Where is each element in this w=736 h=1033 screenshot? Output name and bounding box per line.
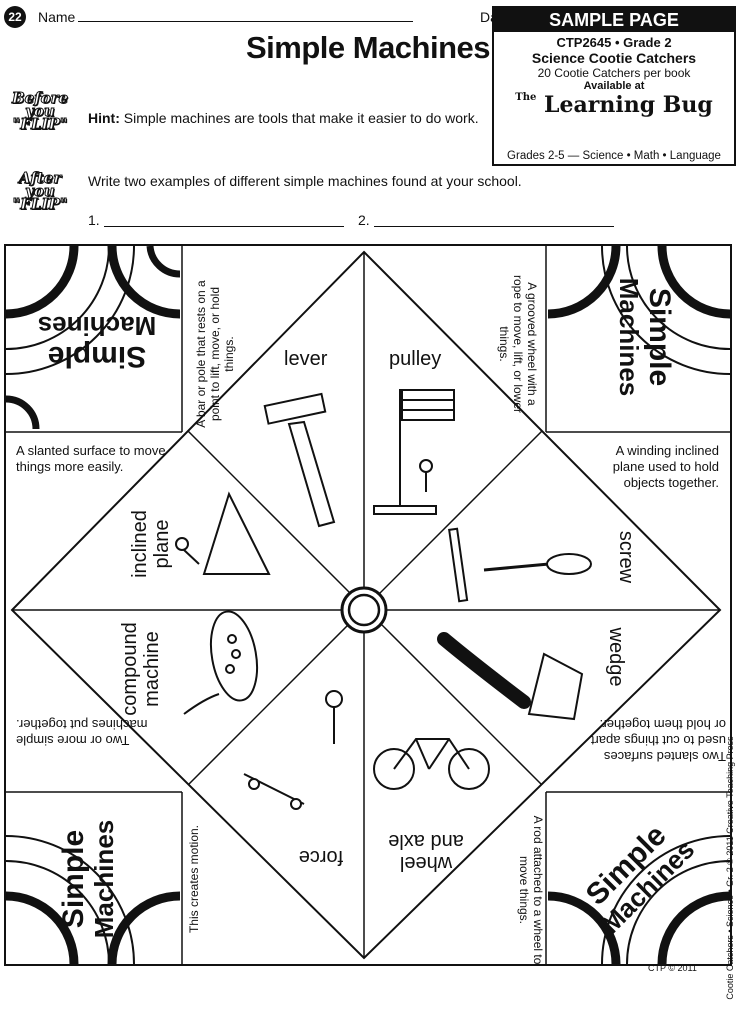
illustrations	[175, 389, 592, 810]
skater-icon	[243, 690, 343, 810]
ramp-icon	[175, 491, 271, 575]
catcher-count: 20 Cootie Catchers per book	[537, 66, 691, 80]
answer-2-label: 2.	[358, 212, 370, 228]
badge-word: you	[25, 102, 56, 120]
corner-label-top-right: Simple Machines	[605, 249, 676, 425]
series-name: Science Cootie Catchers	[531, 50, 697, 66]
label-line: inclined	[129, 510, 151, 578]
badge-word: "FLIP"	[12, 115, 68, 133]
before-flip-badge: Before you "FLIP"	[4, 89, 76, 133]
after-flip-badge: After you "FLIP"	[4, 169, 76, 213]
label-wedge: wedge	[605, 627, 627, 687]
badge-word: After	[18, 169, 62, 187]
page-number-badge: 22	[4, 6, 26, 28]
product-code: CTP2645 • Grade 2	[556, 35, 672, 50]
store-the: The	[515, 92, 537, 103]
bicycle-icon	[373, 738, 490, 790]
flagpole-icon	[373, 389, 455, 515]
store-name: Learning Bug	[544, 92, 713, 118]
badge-word: "FLIP"	[12, 195, 68, 213]
grades-line: Grades 2-5 — Science • Math • Language	[507, 150, 721, 162]
definition-pulley: A grooved wheel with a rope to move, lif…	[497, 274, 539, 414]
corner-word: Simple	[47, 340, 147, 373]
label-line: and axle	[388, 830, 464, 852]
label-pulley: pulley	[389, 348, 442, 370]
sample-page-box: SAMPLE PAGE CTP2645 • Grade 2 Science Co…	[492, 6, 736, 166]
label-compound-machine: compound machine	[119, 609, 169, 729]
name-field[interactable]	[78, 21, 413, 22]
hammer-icon	[263, 392, 336, 528]
screw-icon	[448, 527, 592, 603]
definition-wheel-axle: A rod attached to a wheel to move things…	[517, 815, 545, 965]
label-line: compound	[119, 622, 141, 716]
after-prompt: Write two examples of different simple m…	[88, 173, 522, 189]
hint-text: Hint: Simple machines are tools that mak…	[88, 110, 479, 126]
badge-word: Before	[11, 89, 69, 107]
definition-lever: A bar or pole that rests on a point to l…	[194, 280, 236, 428]
sharpener-icon	[183, 610, 259, 715]
axe-icon	[437, 632, 584, 721]
definition-screw: A winding inclined plane used to hold ob…	[612, 443, 719, 490]
corner-word: Machines	[614, 277, 644, 397]
label-force: force	[298, 846, 344, 868]
footer-code: CTP © 2011	[648, 963, 697, 973]
badge-word: you	[25, 182, 56, 200]
definition-force: This creates motion.	[187, 824, 201, 934]
label-wheel-axle: wheel and axle	[376, 824, 476, 874]
corner-word: Simple	[643, 287, 676, 387]
name-label: Name	[38, 9, 76, 25]
store-logo: The Learning Bug	[494, 92, 734, 118]
corner-word: Simple	[57, 829, 90, 929]
label-screw: screw	[615, 530, 637, 584]
footer-credit: Cootie Catchers • Science • Gr. 2 © 2011…	[725, 736, 735, 1000]
definition-wedge: Two slanted surfaces used to cut things …	[590, 717, 726, 764]
label-lever: lever	[284, 348, 328, 370]
corner-word: Machines	[89, 819, 119, 939]
cootie-catcher: Simple Machines Simple Machines Simple M…	[4, 244, 732, 966]
answer-1-label: 1.	[88, 212, 100, 228]
corner-label-top-left: Simple Machines	[12, 302, 182, 373]
page-title: Simple Machines	[245, 30, 491, 65]
available-at: Available at	[583, 80, 645, 92]
corner-word: Machines	[37, 311, 157, 341]
cootie-catcher-lines	[4, 244, 732, 966]
label-line: plane	[151, 519, 173, 569]
definition-inclined-plane: A slanted surface to move things more ea…	[16, 443, 166, 474]
answer-2-field[interactable]	[374, 226, 614, 227]
answer-1-field[interactable]	[104, 226, 344, 227]
hint-label: Hint:	[88, 110, 120, 126]
label-line: machine	[141, 631, 163, 707]
corner-label-bottom-left: Simple Machines	[57, 794, 128, 964]
sample-heading: SAMPLE PAGE	[494, 8, 734, 32]
hint-body: Simple machines are tools that make it e…	[123, 110, 479, 126]
label-line: wheel	[399, 852, 453, 874]
label-inclined-plane: inclined plane	[129, 489, 179, 599]
